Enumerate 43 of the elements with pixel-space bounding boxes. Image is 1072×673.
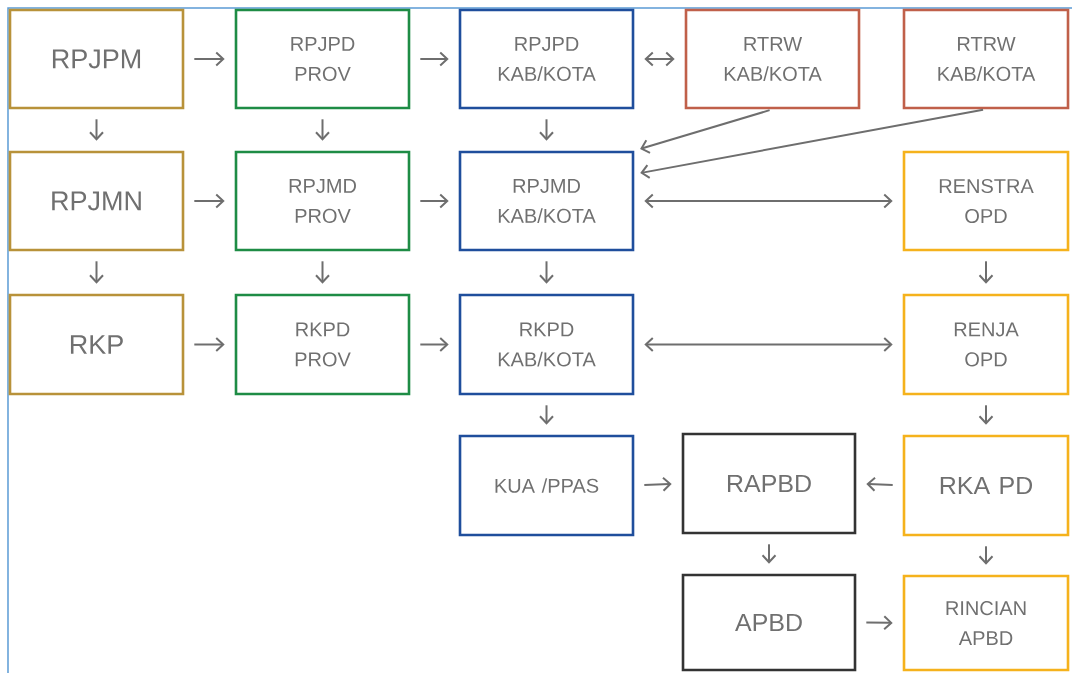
process-box: RKPD KAB/KOTA [458,293,635,396]
process-box: RKA PD [902,434,1070,537]
arrow [640,109,771,154]
arrow [978,404,994,425]
process-box: KUA /PPAS [458,434,635,537]
arrow [866,476,894,492]
arrow [539,404,554,425]
process-box: RENSTRA OPD [902,150,1070,252]
arrow [193,193,225,209]
arrow [419,193,449,209]
arrow [644,51,675,67]
arrow [539,260,554,284]
arrow [640,108,985,179]
process-box: RPJMD PROV [234,150,411,252]
process-box: RAPBD [681,432,857,535]
process-box: RPJMD KAB/KOTA [458,150,635,252]
arrow [419,51,449,67]
arrow [315,260,330,284]
process-box: RTRW KAB/KOTA [902,8,1070,110]
arrow [315,118,330,141]
arrow [193,337,225,352]
arrow [419,337,449,352]
process-box: RPJPM [8,8,185,110]
arrow [978,545,994,565]
arrow [644,337,893,352]
process-box: APBD [681,573,857,672]
process-box: RKPD PROV [234,293,411,396]
arrow [539,118,554,141]
arrow [89,118,104,141]
process-box: RKP [8,293,185,396]
arrow [865,615,893,631]
arrow [193,51,225,67]
process-box: RPJPD PROV [234,8,411,110]
process-box: RPJMN [8,150,185,252]
arrow [644,193,893,209]
arrow [978,260,994,284]
arrow [89,260,104,284]
process-box: RTRW KAB/KOTA [684,8,861,110]
process-box: RPJPD KAB/KOTA [458,8,635,110]
process-box: RENJA OPD [902,293,1070,396]
arrow [761,543,777,564]
process-box: RINCIAN APBD [902,574,1070,672]
arrow [643,476,672,492]
